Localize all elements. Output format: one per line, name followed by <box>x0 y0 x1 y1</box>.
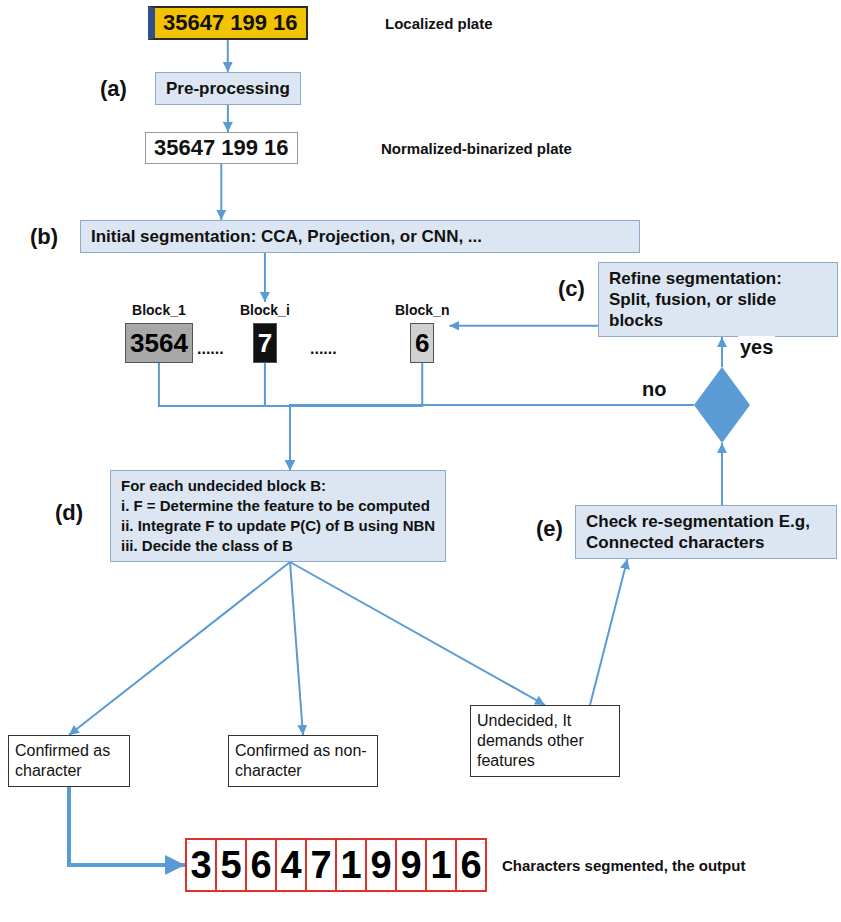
flow-arrow <box>721 443 723 505</box>
block-characters: 6 <box>410 323 434 363</box>
block-image: Block_i 7 <box>240 302 290 363</box>
flow-arrow <box>69 562 290 735</box>
flow-arrow <box>290 405 694 470</box>
output-image: 3564719916Characters segmented, the outp… <box>185 838 487 892</box>
process-text: i. F = Determine the feature to be compu… <box>121 496 435 516</box>
step-letter: (e) <box>536 516 563 542</box>
step-letter: (a) <box>100 76 127 102</box>
segmented-character: 6 <box>245 840 275 890</box>
flow-arrow <box>69 787 185 865</box>
process-box: For each undecided block B:i. F = Determ… <box>110 470 446 562</box>
block-characters: 3564 <box>125 323 193 363</box>
diamond-shape <box>694 367 750 443</box>
flow-arrow <box>290 363 422 470</box>
segmented-character: 1 <box>335 840 365 890</box>
process-box: Refine segmentation: Split, fusion, or s… <box>598 262 838 337</box>
process-text: Refine segmentation: Split, fusion, or s… <box>609 268 827 331</box>
image-caption: Localized plate <box>385 15 493 32</box>
edge-label: yes <box>738 336 775 359</box>
process-box: Check re-segmentation E.g, Connected cha… <box>575 505 837 559</box>
image-caption: Normalized-binarized plate <box>381 140 572 157</box>
process-text: Check re-segmentation E.g, Connected cha… <box>586 511 826 553</box>
block-image: Block_n 6 <box>395 302 449 363</box>
step-letter: (b) <box>30 224 58 250</box>
block-label: Block_i <box>240 302 290 319</box>
flow-arrow <box>264 253 266 302</box>
flow-arrow <box>590 559 627 705</box>
segmented-character: 9 <box>365 840 395 890</box>
flow-arrow <box>290 562 303 735</box>
outcome-box: Confirmed as non-character <box>228 735 378 787</box>
outcome-text: Confirmed as non-character <box>235 741 371 781</box>
process-text: Initial segmentation: CCA, Projection, o… <box>91 226 629 247</box>
process-text: For each undecided block B: <box>121 476 435 496</box>
block-characters: 7 <box>253 323 277 363</box>
ellipsis: ...... <box>197 340 224 358</box>
plate-image: 35647 199 16Localized plate <box>148 6 308 40</box>
decision-diamond <box>694 367 750 443</box>
segmented-character: 7 <box>305 840 335 890</box>
flow-arrow <box>227 105 229 132</box>
segmented-character: 9 <box>395 840 425 890</box>
process-text: iii. Decide the class of B <box>121 536 435 556</box>
outcome-text: Confirmed as character <box>15 741 123 781</box>
segmented-character: 4 <box>275 840 305 890</box>
flow-arrow <box>449 325 598 327</box>
plate-image: 35647 199 16Normalized-binarized plate <box>145 132 298 164</box>
process-text: ii. Integrate F to update P(C) of B usin… <box>121 516 435 536</box>
block-label: Block_n <box>395 302 449 319</box>
segmented-character: 5 <box>215 840 245 890</box>
plate-characters: 35647 199 16 <box>154 135 289 161</box>
diamond-fill <box>694 367 750 443</box>
flow-arrow <box>220 164 222 220</box>
process-box: Initial segmentation: CCA, Projection, o… <box>80 220 640 253</box>
flow-arrow <box>227 40 229 72</box>
edge-label: no <box>640 378 668 401</box>
outcome-text: Undecided, It demands other features <box>477 711 613 771</box>
ellipsis: ...... <box>310 340 337 358</box>
step-letter: (c) <box>558 276 585 302</box>
segmented-character: 1 <box>425 840 455 890</box>
flow-arrow <box>721 337 723 367</box>
process-box: Pre-processing <box>155 72 301 105</box>
block-label: Block_1 <box>132 302 186 319</box>
block-image: Block_1 3564 <box>125 302 193 363</box>
segmented-character: 6 <box>455 840 485 890</box>
process-text: Pre-processing <box>166 78 290 99</box>
flow-arrow <box>290 562 545 705</box>
flow-arrow <box>159 363 290 470</box>
plate-characters: 35647 199 16 <box>163 10 298 36</box>
step-letter: (d) <box>55 500 83 526</box>
outcome-box: Confirmed as character <box>8 735 130 787</box>
flow-arrow <box>265 363 290 470</box>
outcome-box: Undecided, It demands other features <box>470 705 620 777</box>
segmented-character: 3 <box>187 840 215 890</box>
image-caption: Characters segmented, the output <box>502 857 745 874</box>
